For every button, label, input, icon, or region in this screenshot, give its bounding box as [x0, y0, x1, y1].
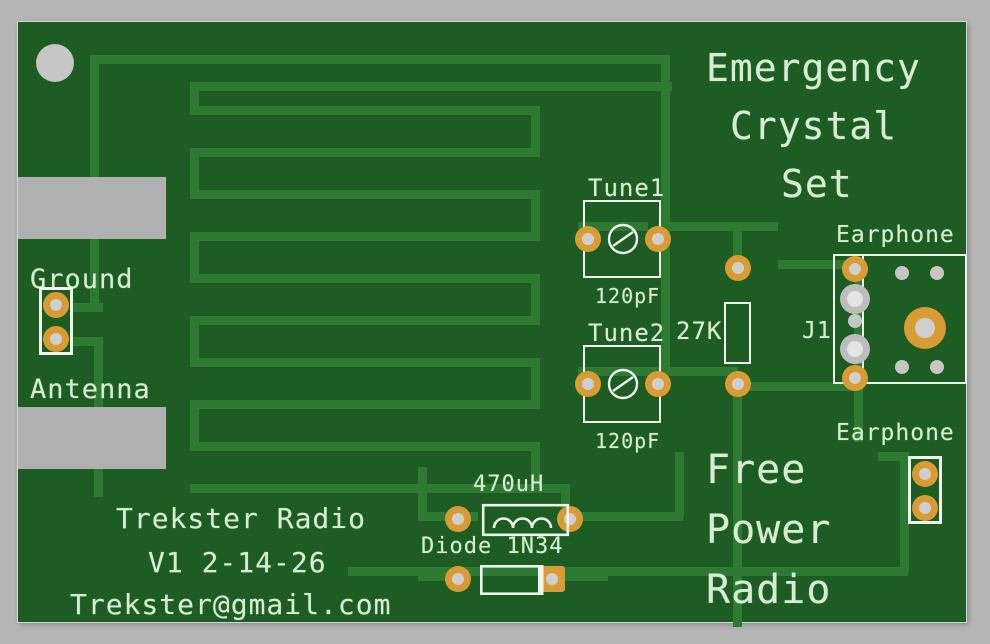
antenna-terminal-pad[interactable] [18, 407, 166, 469]
trace-jack-top-in [778, 260, 860, 269]
resistor-body-outline [724, 302, 751, 364]
tune1-pad-b[interactable] [645, 226, 671, 252]
maker-label: Trekster Radio [116, 502, 367, 535]
trace-earphone2-in [878, 452, 908, 461]
jack-pin-ring[interactable] [840, 284, 870, 314]
resistor-pad-bottom[interactable] [725, 371, 751, 397]
trace-tune1-right [658, 222, 778, 231]
jack-barrel-pad[interactable] [904, 307, 946, 349]
earphone-terminal-pin-1[interactable] [912, 461, 938, 487]
trace-diode-left [418, 572, 468, 581]
jack-body-outline [862, 254, 967, 384]
trace-inductor-right [563, 512, 683, 521]
title-line-3: Set [781, 162, 853, 206]
trace-resistor-to-jack [733, 382, 863, 391]
tune1-ref-label: Tune1 [588, 174, 666, 202]
antenna-header-pin-1[interactable] [43, 292, 69, 318]
antenna-label: Antenna [30, 374, 151, 405]
trace-node-to-resistor [733, 222, 742, 277]
inductor-pad-right[interactable] [557, 506, 583, 532]
jack-mount-pad-br[interactable] [930, 360, 944, 374]
trace-tune-bridge [661, 222, 670, 372]
diode-body-icon [479, 564, 548, 595]
email-label: Trekster@gmail.com [70, 588, 392, 621]
trace-tune1-left [578, 222, 648, 231]
trace-top-horizontal [90, 55, 670, 64]
title-line-1: Emergency [706, 46, 921, 90]
inductor-pad-left[interactable] [445, 506, 471, 532]
tune2-pad-b[interactable] [645, 371, 671, 397]
tune2-pad-a[interactable] [575, 371, 601, 397]
jack-mount-pad-tr[interactable] [930, 266, 944, 280]
tagline-line-2: Power [706, 507, 832, 553]
pcb-board: Ground Antenna Tune1 120pF Tune2 [18, 22, 967, 627]
jack-pin-center[interactable] [848, 314, 862, 328]
earphone-jack-label: Earphone [836, 222, 955, 248]
antenna-header-outline [39, 287, 73, 355]
trace-tune2-right [658, 367, 738, 376]
earphone-terminal-outline [908, 456, 942, 524]
inductor-value-label: 470uH [473, 472, 545, 497]
jack-pin-sleeve[interactable] [840, 334, 870, 364]
trace-diode-right [548, 572, 608, 581]
trace-top-right-down [661, 55, 670, 225]
version-label: V1 2-14-26 [148, 546, 327, 579]
tune1-value-label: 120pF [595, 284, 661, 308]
jack-pin-switch[interactable] [842, 365, 868, 391]
trace-inductor-left-up [418, 467, 427, 517]
tagline-line-1: Free [706, 447, 807, 493]
tune2-value-label: 120pF [595, 429, 661, 453]
tune1-adjust-screw-icon[interactable] [606, 222, 640, 256]
mounting-hole-icon [36, 44, 74, 82]
tune2-ref-label: Tune2 [588, 319, 666, 347]
jack-ref-label: J1 [802, 318, 832, 344]
jack-mount-pad-bl[interactable] [895, 360, 909, 374]
trace-bottom-right-up [900, 452, 909, 572]
ground-terminal-pad[interactable] [18, 177, 166, 239]
earphone-terminal-pin-2[interactable] [912, 495, 938, 521]
diode-pad-anode[interactable] [445, 566, 471, 592]
inductor-body-icon [481, 503, 570, 537]
earphone-terminal-label: Earphone [836, 420, 955, 446]
resistor-value-label: 27K [676, 317, 723, 345]
title-line-2: Crystal [730, 104, 898, 148]
trace-inductor-right-up [675, 452, 684, 517]
trace-ground-stub [73, 303, 103, 312]
resistor-pad-top[interactable] [725, 255, 751, 281]
trace-bottom-return [348, 567, 908, 576]
trace-jack-bottom-rail [854, 382, 863, 442]
trace-resistor-down [733, 382, 742, 627]
tune2-adjust-screw-icon[interactable] [606, 367, 640, 401]
jack-mount-pad-tl[interactable] [895, 266, 909, 280]
diode-ref-label: Diode 1N34 [421, 534, 564, 559]
antenna-header-pin-2[interactable] [43, 326, 69, 352]
tagline-line-3: Radio [706, 567, 832, 613]
jack-pin-tip[interactable] [842, 256, 868, 282]
trace-antenna-stub [73, 337, 103, 346]
tune1-pad-a[interactable] [575, 226, 601, 252]
